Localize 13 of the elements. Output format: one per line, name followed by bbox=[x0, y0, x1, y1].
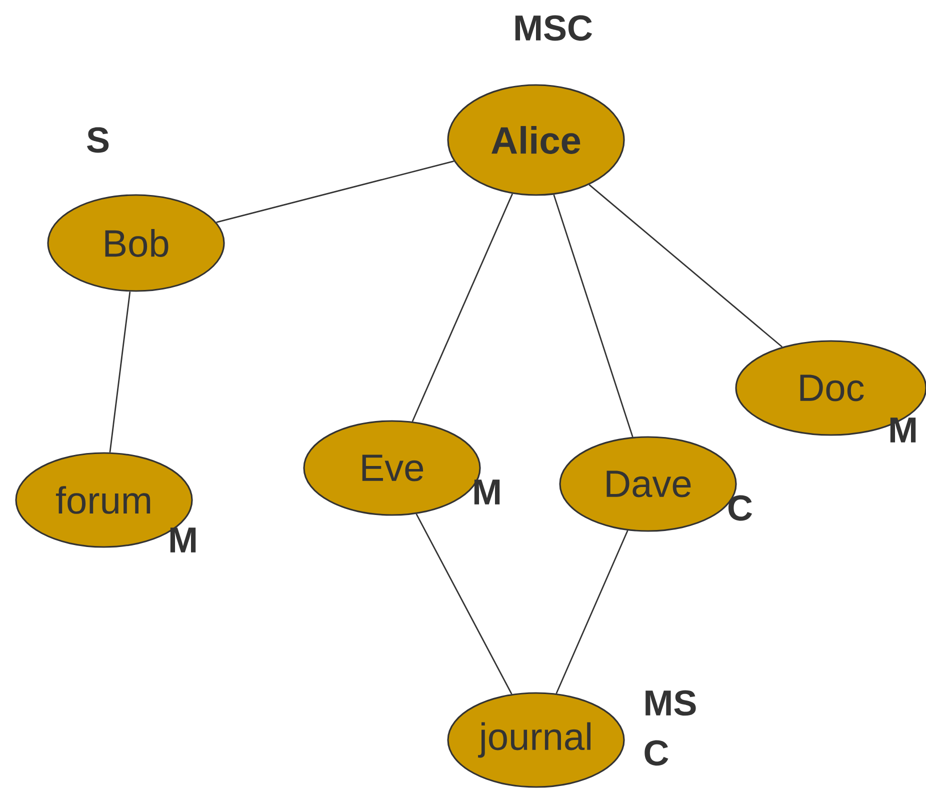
connector-line bbox=[216, 160, 454, 223]
ellipse-node: Alice bbox=[447, 84, 625, 196]
connector-line bbox=[109, 292, 131, 452]
ellipse-node: Bob bbox=[47, 194, 225, 292]
connector-line bbox=[553, 194, 634, 438]
connector-line bbox=[556, 530, 628, 694]
ellipse-node: journal bbox=[447, 692, 625, 788]
connector-line bbox=[412, 194, 514, 422]
connector-line bbox=[416, 514, 512, 694]
node-tag: S bbox=[87, 127, 109, 153]
node-tag: MSC bbox=[515, 15, 592, 41]
connector-line bbox=[588, 184, 783, 348]
node-tag: MS C bbox=[644, 690, 696, 766]
